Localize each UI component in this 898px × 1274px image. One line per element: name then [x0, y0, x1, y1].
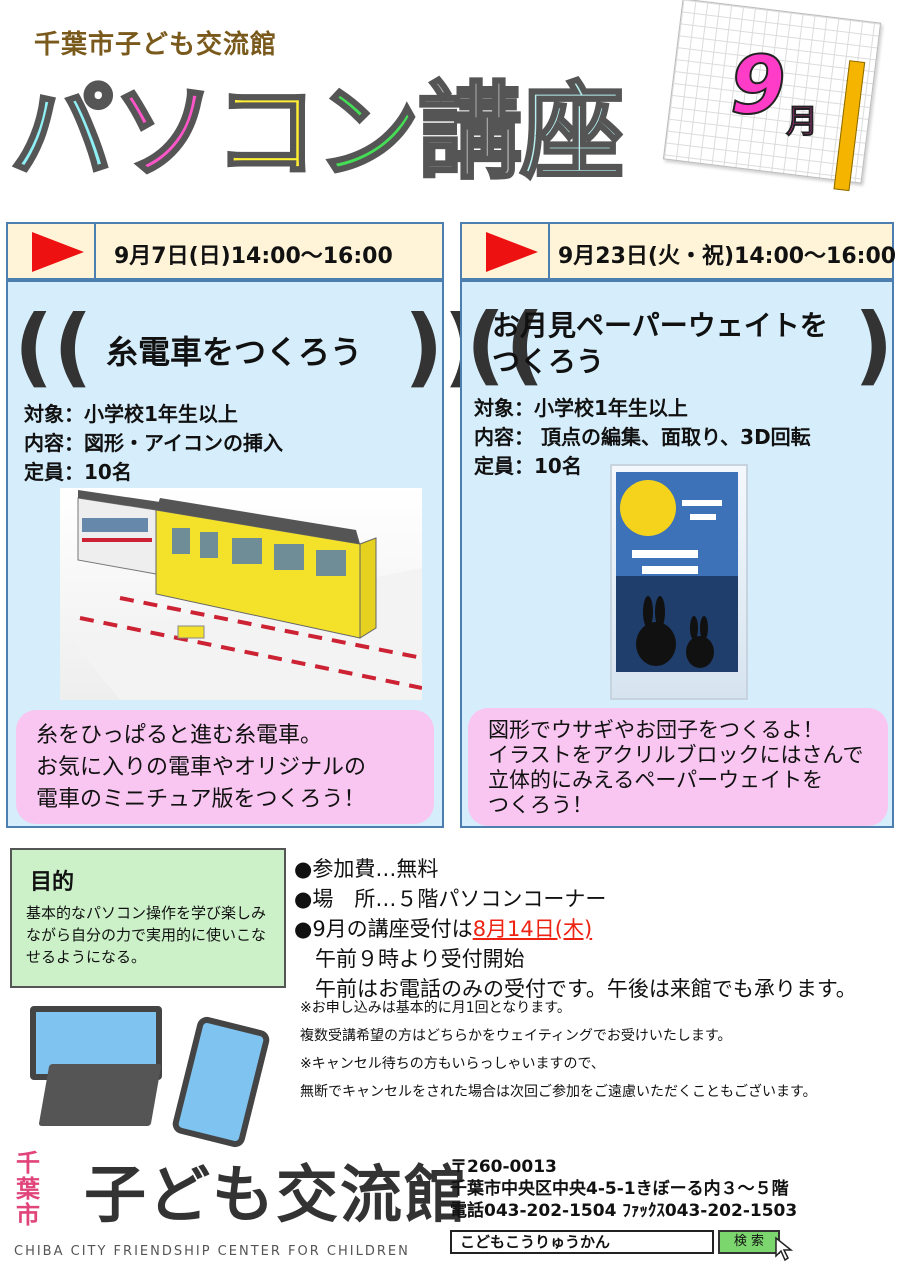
- organization-name: 千葉市子ども交流館: [34, 30, 278, 60]
- divider: [94, 224, 96, 278]
- search-button[interactable]: 検 索: [718, 1230, 780, 1254]
- phone-only-line: 午前はお電話のみの受付です。午後は来館でも承ります。: [294, 977, 857, 1001]
- session-2-description: 図形でウサギやお団子をつくるよ！ イラストをアクリルブロックにはさんで 立体的に…: [468, 708, 888, 826]
- purpose-box: 目的 基本的なパソコン操作を学び楽しみながら自分の力で実用的に使いこなせるように…: [10, 848, 286, 988]
- desc-line: 糸をひっぱると進む糸電車。: [36, 723, 323, 748]
- session-1-capacity: 定員：10名: [24, 460, 132, 484]
- session-2-header: 9月23日(火・祝)14:00～16:00: [460, 222, 897, 280]
- session-2-target: 対象：小学校1年生以上: [474, 396, 688, 420]
- registration-line: ●9月の講座受付は8月14日(木): [294, 917, 593, 941]
- session-1-header: 9月7日(日)14:00～16:00: [6, 222, 444, 280]
- session-2-capacity: 定員：10名: [474, 454, 582, 478]
- note-line: 複数受講希望の方はどちらかをウェイティングでお受けいたします。: [300, 1028, 732, 1044]
- address: 千葉市中央区中央4-5-1きぼーる内３～５階: [450, 1179, 789, 1199]
- purpose-text: 基本的なパソコン操作を学び楽しみながら自分の力で実用的に使いこなせるようになる。: [26, 904, 267, 966]
- bracket-left-icon: ((: [466, 295, 545, 395]
- bracket-left-icon: ((: [14, 297, 93, 397]
- registration-date: 8月14日(木): [472, 917, 593, 941]
- paperweight-photo: [610, 464, 748, 700]
- search-input[interactable]: こどもこうりゅうかん: [450, 1230, 714, 1254]
- ruler-icon: [833, 60, 866, 192]
- laptop-keyboard-icon: [38, 1064, 162, 1126]
- logo-city: 千葉市: [16, 1149, 40, 1229]
- month-unit: 月: [785, 102, 819, 141]
- fee-line: ●参加費…無料: [294, 857, 439, 881]
- venue-line: ●場 所…５階パソコンコーナー: [294, 887, 607, 911]
- title-char: パ: [8, 70, 115, 195]
- session-1-date: 9月7日(日)14:00～16:00: [114, 244, 393, 269]
- session-2-course: お月見ペーパーウェイトを つくろう: [492, 309, 828, 379]
- title-char: ン: [315, 70, 422, 195]
- month-number: 9: [729, 39, 787, 132]
- session-1-content: 内容：図形・アイコンの挿入: [24, 431, 283, 455]
- purpose-title: 目的: [30, 870, 75, 895]
- desc-line: 電車のミニチュア版をつくろう！: [36, 787, 366, 812]
- note-line: ※お申し込みは基本的に月1回となります。: [300, 1000, 571, 1016]
- play-arrow-icon: [32, 232, 84, 272]
- session-1-description: 糸をひっぱると進む糸電車。 お気に入りの電車やオリジナルの 電車のミニチュア版を…: [16, 710, 434, 824]
- train-photo: [60, 488, 423, 700]
- start-time-line: 午前９時より受付開始: [294, 947, 525, 971]
- desc-line: お気に入りの電車やオリジナルの: [36, 755, 367, 780]
- title-char: 講: [417, 70, 524, 195]
- logo-english: CHIBA CITY FRIENDSHIP CENTER FOR CHILDRE…: [14, 1244, 410, 1259]
- title-char: コ: [213, 70, 320, 195]
- postal-code: 〒260-0013: [450, 1157, 557, 1177]
- play-arrow-icon: [486, 232, 538, 272]
- session-2-content: 内容： 頂点の編集、面取り、3D回転: [474, 425, 811, 449]
- address-block: 〒260-0013 千葉市中央区中央4-5-1きぼーる内３～５階 電話043-2…: [450, 1156, 797, 1222]
- desc-line: 立体的にみえるペーパーウェイトを: [488, 768, 824, 792]
- bracket-right-icon: )): [854, 295, 898, 395]
- train-illustration: [70, 490, 423, 700]
- moon-rabbit-illustration: [616, 472, 738, 672]
- phone-fax: 電話043-202-1504 ﾌｧｯｸｽ043-202-1503: [450, 1201, 798, 1221]
- divider: [548, 224, 550, 278]
- logo-main: 子ども交流館: [84, 1158, 469, 1231]
- desc-line: イラストをアクリルブロックにはさんで: [488, 743, 864, 767]
- fee-info: ●参加費…無料 ●場 所…５階パソコンコーナー ●9月の講座受付は8月14日(木…: [294, 854, 857, 1004]
- session-2-date: 9月23日(火・祝)14:00～16:00: [558, 244, 897, 269]
- desc-line: 図形でウサギやお団子をつくるよ！: [488, 718, 824, 742]
- title-char: 座: [519, 70, 626, 195]
- desc-line: つくろう！: [488, 793, 593, 817]
- session-1-target: 対象：小学校1年生以上: [24, 402, 238, 426]
- note-line: ※キャンセル待ちの方もいらっしゃいますので、: [300, 1056, 605, 1072]
- notes: ※お申し込みは基本的に月1回となります。 複数受講希望の方はどちらかをウェイティ…: [300, 994, 817, 1106]
- page-title: パソコン講座: [8, 70, 626, 195]
- session-1-course: 糸電車をつくろう: [105, 333, 362, 371]
- smartphone-icon: [170, 1014, 272, 1150]
- cursor-icon: [775, 1236, 794, 1262]
- note-line: 無断でキャンセルをされた場合は次回ご参加をご遠慮いただくこともございます。: [300, 1084, 817, 1100]
- title-char: ソ: [111, 70, 218, 195]
